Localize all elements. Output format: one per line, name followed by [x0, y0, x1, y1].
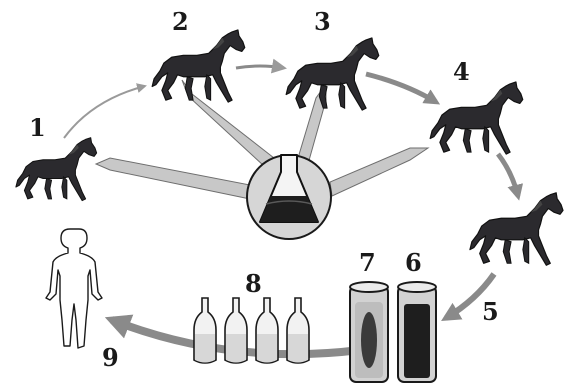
- test-tube-icon-6: [397, 281, 437, 383]
- horse-icon-2: [151, 29, 246, 103]
- step-number-5: 5: [482, 297, 499, 326]
- arrow-1-to-2: [63, 83, 147, 139]
- step-number-2: 2: [172, 7, 189, 36]
- step-number-9: 9: [102, 343, 119, 372]
- ampoule-icon-3: [255, 297, 279, 364]
- step-number-8: 8: [245, 269, 262, 298]
- step-number-3: 3: [314, 7, 331, 36]
- arrow-5-to-tubes: [441, 272, 497, 321]
- ray-to-horse-1: [94, 157, 251, 200]
- ampoule-icon-2: [224, 297, 248, 364]
- horse-icon-4: [429, 81, 524, 155]
- step-number-4: 4: [453, 57, 470, 86]
- step-number-1: 1: [29, 113, 46, 142]
- step-number-6: 6: [405, 248, 422, 277]
- ampoule-icon-1: [193, 297, 217, 364]
- horse-icon-5: [469, 192, 564, 266]
- ampoule-icon-4: [286, 297, 310, 364]
- arrow-3-to-4: [365, 71, 441, 105]
- step-number-7: 7: [359, 248, 376, 277]
- ray-to-horse-4: [329, 147, 430, 197]
- horse-icon-3: [285, 37, 380, 111]
- human-figure-icon: [45, 228, 103, 349]
- ampoule-group: [193, 297, 310, 364]
- arrow-4-to-5: [496, 152, 524, 201]
- horse-icon-1: [15, 137, 98, 202]
- arrow-2-to-3: [235, 58, 287, 74]
- flask-medallion: [246, 154, 332, 240]
- test-tube-icon-7: [349, 281, 389, 383]
- erlenmeyer-flask-icon: [259, 154, 319, 223]
- step-numbers: 1 2 3 4 5 6 7 8 9: [29, 7, 499, 372]
